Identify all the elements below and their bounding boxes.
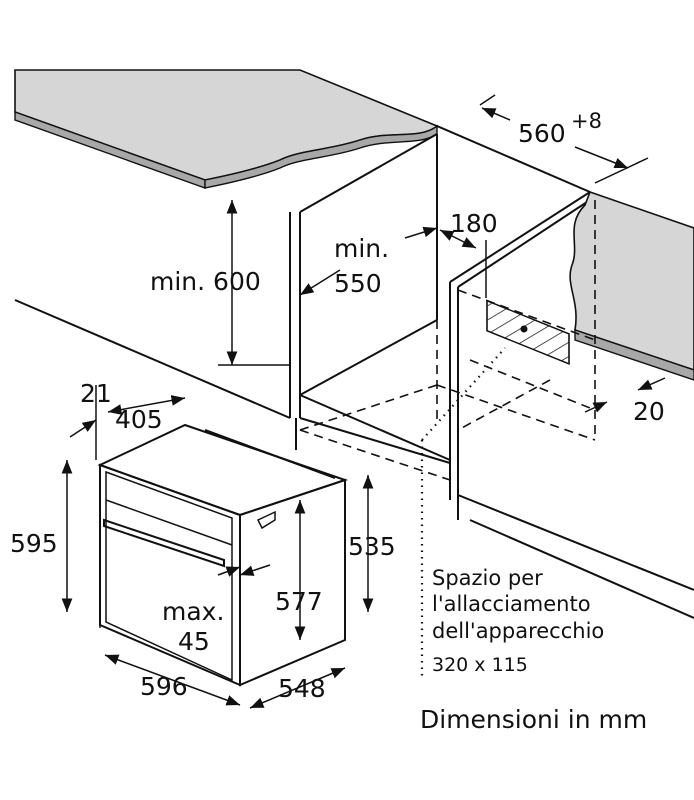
dim-min-label: min. xyxy=(334,234,389,263)
dim-535: 535 xyxy=(348,532,396,561)
hidden-lines xyxy=(299,200,596,680)
dim-577: 577 xyxy=(275,587,323,616)
caption: Dimensioni in mm xyxy=(420,705,647,734)
dim-21: 21 xyxy=(80,379,112,408)
note-line-2: l'allacciamento xyxy=(432,592,591,616)
note-line-3: dell'apparecchio xyxy=(432,619,604,643)
dim-max-label: max. xyxy=(162,597,224,626)
dim-20: 20 xyxy=(633,397,665,426)
oven-handle xyxy=(103,518,225,568)
right-countertop xyxy=(569,190,694,381)
dim-min-600: min. 600 xyxy=(150,267,261,296)
dim-405: 405 xyxy=(115,405,163,434)
dim-595: 595 xyxy=(10,529,58,558)
dim-560: 560 xyxy=(518,119,566,148)
dim-548: 548 xyxy=(278,674,326,703)
dim-596: 596 xyxy=(140,672,188,701)
connection-area xyxy=(486,299,570,366)
note-line-1: Spazio per xyxy=(432,566,543,590)
note-line-4: 320 x 115 xyxy=(432,654,528,676)
countertop xyxy=(14,69,439,189)
dim-45: 45 xyxy=(178,627,210,656)
dim-550: 550 xyxy=(334,269,382,298)
connection-point xyxy=(520,325,528,333)
dimension-lines xyxy=(61,94,666,709)
dim-180: 180 xyxy=(450,209,498,238)
dim-560-tolerance: +8 xyxy=(571,109,602,133)
cabinet-outline xyxy=(14,125,694,619)
oven xyxy=(97,423,349,687)
